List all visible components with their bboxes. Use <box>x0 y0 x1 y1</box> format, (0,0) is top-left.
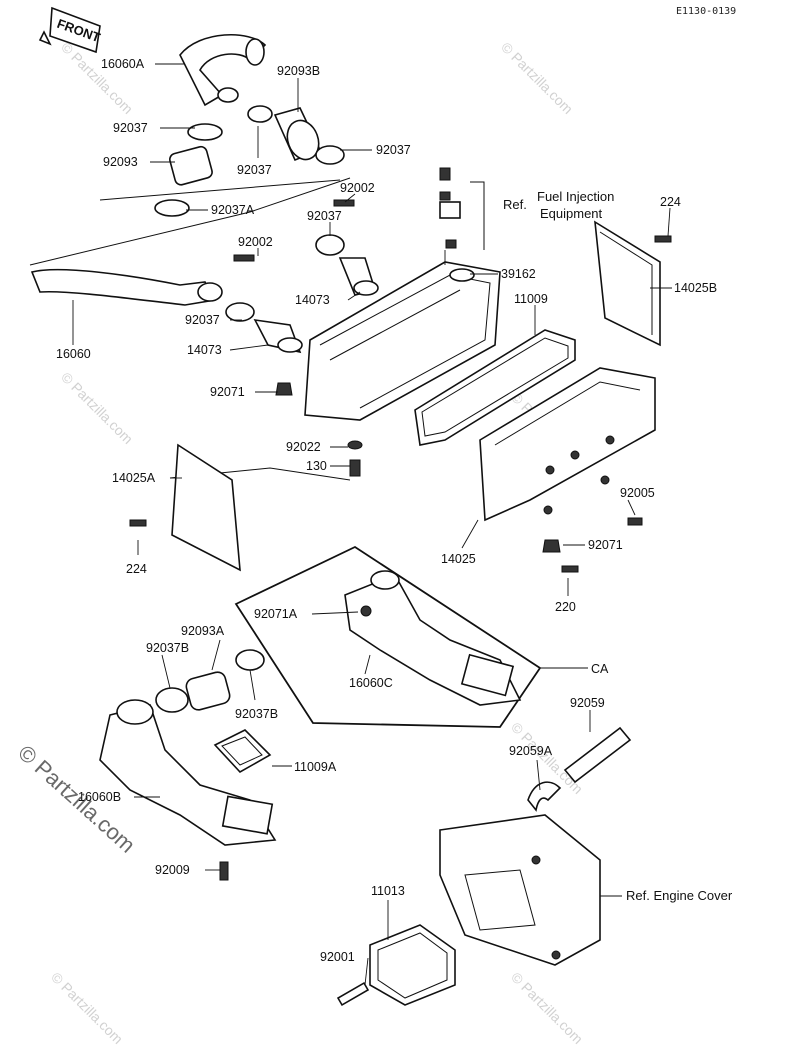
ref-label: Ref. <box>503 197 527 212</box>
part-label-92037[interactable]: 92037 <box>376 143 411 157</box>
part-label-14025B[interactable]: 14025B <box>674 281 718 295</box>
part-label-92037B[interactable]: 92037B <box>235 707 279 721</box>
part-label-16060[interactable]: 16060 <box>56 347 91 361</box>
part-label-11009A[interactable]: 11009A <box>294 760 337 774</box>
part-label-16060B[interactable]: 16060B <box>78 790 122 804</box>
fuel-injection-ref-line2: Equipment <box>540 206 603 221</box>
part-label-92002[interactable]: 92002 <box>340 181 375 195</box>
part-label-224[interactable]: 224 <box>660 195 681 209</box>
part-label-39162[interactable]: 39162 <box>501 267 536 281</box>
part-label-11013[interactable]: 11013 <box>371 884 405 898</box>
part-label-92037[interactable]: 92037 <box>307 209 342 223</box>
part-label-92037[interactable]: 92037 <box>185 313 220 327</box>
part-label-92071[interactable]: 92071 <box>588 538 623 552</box>
part-label-14025A[interactable]: 14025A <box>112 471 156 485</box>
kit-label: CA <box>591 662 609 676</box>
part-label-92009[interactable]: 92009 <box>155 863 190 877</box>
part-label-92093B[interactable]: 92093B <box>277 64 321 78</box>
part-label-92093A[interactable]: 92093A <box>181 624 225 638</box>
part-label-92071A[interactable]: 92071A <box>254 607 298 621</box>
part-label-92005[interactable]: 92005 <box>620 486 655 500</box>
part-label-92037A[interactable]: 92037A <box>211 203 255 217</box>
part-label-14025[interactable]: 14025 <box>441 552 476 566</box>
engine-cover-ref: Ref. Engine Cover <box>626 888 733 903</box>
part-label-224[interactable]: 224 <box>126 562 147 576</box>
part-label-92059[interactable]: 92059 <box>570 696 605 710</box>
part-label-92093[interactable]: 92093 <box>103 155 138 169</box>
part-label-92037[interactable]: 92037 <box>237 163 272 177</box>
fuel-injection-ref-line1: Fuel Injection <box>537 189 615 204</box>
diagram-code: E1130-0139 <box>676 6 737 17</box>
part-label-92001[interactable]: 92001 <box>320 950 355 964</box>
part-label-130[interactable]: 130 <box>306 459 327 473</box>
part-label-92071[interactable]: 92071 <box>210 385 245 399</box>
part-label-92002[interactable]: 92002 <box>238 235 273 249</box>
part-label-14073[interactable]: 14073 <box>187 343 222 357</box>
part-label-16060C[interactable]: 16060C <box>349 676 393 690</box>
part-label-92022[interactable]: 92022 <box>286 440 321 454</box>
part-label-16060A[interactable]: 16060A <box>101 57 145 71</box>
part-label-14073[interactable]: 14073 <box>295 293 330 307</box>
part-label-92059A[interactable]: 92059A <box>509 744 553 758</box>
part-label-92037B[interactable]: 92037B <box>146 641 190 655</box>
part-label-92037[interactable]: 92037 <box>113 121 148 135</box>
front-arrow-icon: FRONT <box>38 6 102 54</box>
part-label-11009[interactable]: 11009 <box>514 292 548 306</box>
part-label-220[interactable]: 220 <box>555 600 576 614</box>
